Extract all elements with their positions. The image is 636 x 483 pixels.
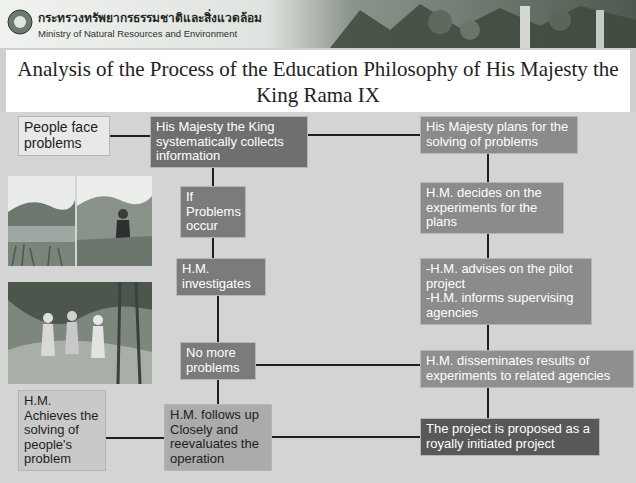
box-text: The project is proposed as a royally ini… xyxy=(426,422,594,451)
process-box: H.M. disseminates results of experiments… xyxy=(420,350,634,388)
connector-line xyxy=(308,134,420,136)
box-text: His Majesty the King systematically coll… xyxy=(156,120,302,164)
box-text: H.M. disseminates results of experiments… xyxy=(426,354,628,383)
box-text: -H.M. informs supervising agencies xyxy=(426,291,586,320)
process-box: No more problems xyxy=(180,342,256,380)
photo xyxy=(8,282,152,384)
box-text: -H.M. advises on the pilot project xyxy=(426,262,586,291)
connector-line xyxy=(106,437,164,439)
process-box: H.M. Achieves the solving of people's pr… xyxy=(18,390,106,471)
process-box: -H.M. advises on the pilot project-H.M. … xyxy=(420,258,592,325)
box-text: H.M. decides on the experiments for the … xyxy=(426,186,558,230)
connector-line xyxy=(217,380,219,404)
process-box: People face problems xyxy=(18,116,110,156)
process-box: The project is proposed as a royally ini… xyxy=(420,418,600,456)
process-box: H.M. follows up Closely and reevaluates … xyxy=(164,404,272,471)
photo xyxy=(77,176,152,266)
connector-line xyxy=(256,364,420,366)
connector-line xyxy=(217,296,219,342)
process-box: His Majesty plans for the solving of pro… xyxy=(420,116,578,154)
box-text: H.M. Achieves the solving of people's pr… xyxy=(24,394,100,467)
box-text: No more problems xyxy=(186,346,250,375)
box-text: If Problems occur xyxy=(186,190,240,234)
connector-line xyxy=(212,168,214,186)
connector-line xyxy=(487,154,489,182)
connector-line xyxy=(487,325,489,350)
connector-line xyxy=(110,135,150,137)
connector-line xyxy=(487,234,489,258)
ministry-label: Ministry of Natural Resources and Enviro… xyxy=(38,28,237,39)
connector-line xyxy=(272,436,420,438)
process-box: H.M. decides on the experiments for the … xyxy=(420,182,564,234)
connector-line xyxy=(487,388,489,418)
diagram-title: Analysis of the Process of the Education… xyxy=(8,56,628,109)
box-text: H.M. investigates xyxy=(182,262,260,291)
box-text: H.M. follows up Closely and reevaluates … xyxy=(170,408,266,466)
process-box: His Majesty the King systematically coll… xyxy=(150,116,308,168)
box-text: People face problems xyxy=(24,120,104,151)
ministry-label: กระทรวงทรัพยากรธรรมชาติและสิ่งแวดล้อม xyxy=(38,8,262,27)
box-text: His Majesty plans for the solving of pro… xyxy=(426,120,572,149)
photo xyxy=(8,176,75,266)
process-box: H.M. investigates xyxy=(176,258,266,296)
process-box: If Problems occur xyxy=(180,186,246,238)
connector-line xyxy=(212,238,214,258)
